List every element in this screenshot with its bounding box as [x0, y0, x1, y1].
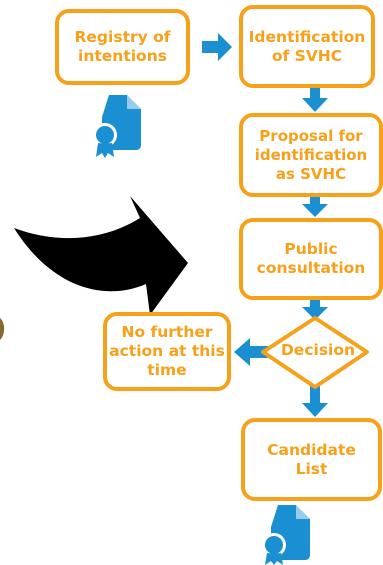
public-consultation-box: Public consultation	[239, 218, 383, 300]
document-certificate-icon-bottom	[262, 505, 310, 565]
arrow-down-decision-to-candidate	[302, 386, 328, 417]
identification-of-svhc-label: Identification of SVHC	[248, 27, 366, 65]
document-certificate-icon	[93, 95, 141, 158]
proposal-for-identification-box: Proposal for identification as SVHC	[239, 113, 383, 197]
decision-label: Decision	[280, 341, 356, 359]
decision-diamond	[261, 316, 369, 389]
candidate-list-box: Candidate List	[241, 418, 382, 501]
public-consultation-label: Public consultation	[256, 240, 366, 277]
arrow-down-identification-to-proposal	[302, 88, 328, 112]
registry-of-intentions-box: Registry of intentions	[55, 9, 190, 85]
edge-decoration	[0, 318, 5, 340]
no-further-action-label: No further action at this time	[109, 323, 225, 379]
no-further-action-box: No further action at this time	[103, 312, 231, 391]
arrow-down-proposal-to-public	[302, 197, 328, 217]
proposal-for-identification-label: Proposal for identification as SVHC	[254, 126, 368, 183]
registry-of-intentions-label: Registry of intentions	[74, 28, 171, 65]
curved-arrow-icon	[14, 196, 188, 315]
arrow-right-registry-to-identification	[202, 33, 232, 61]
candidate-list-label: Candidate List	[267, 440, 356, 478]
arrow-down-public-to-decision	[302, 300, 328, 320]
identification-of-svhc-box: Identification of SVHC	[239, 5, 375, 88]
arrow-left-decision-to-nofurther	[234, 338, 270, 366]
